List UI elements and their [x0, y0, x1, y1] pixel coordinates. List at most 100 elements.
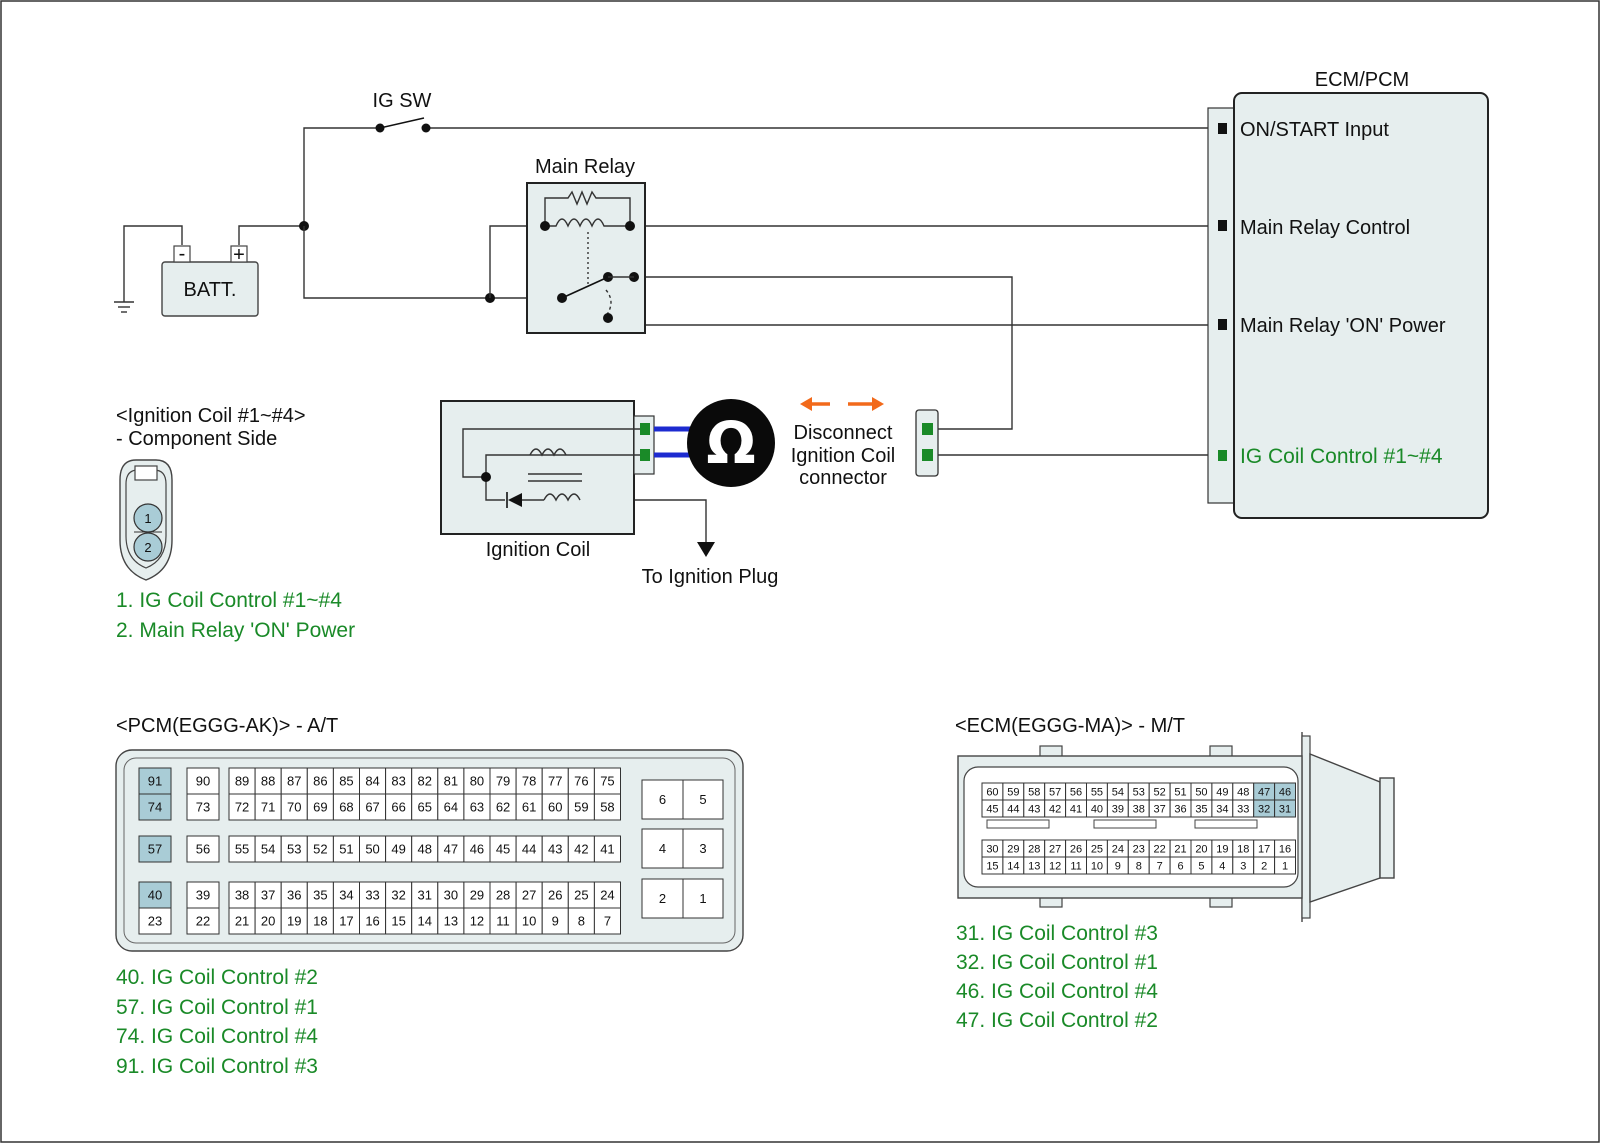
- pcm-legend-1: 40. IG Coil Control #2: [116, 966, 318, 989]
- pin-cell: [186, 793, 220, 821]
- pin-13: 13: [1028, 860, 1040, 872]
- pin-31: 31: [418, 888, 432, 903]
- pin-1: 1: [1282, 860, 1288, 872]
- pin-cell: [359, 881, 387, 909]
- ignition-coil-connector-subtitle: - Component Side: [116, 428, 277, 450]
- pin-45: 45: [986, 803, 998, 815]
- pin-13: 13: [444, 914, 458, 929]
- pin-7: 7: [1157, 860, 1163, 872]
- pin-cell: [254, 793, 282, 821]
- pin-12: 12: [1049, 860, 1061, 872]
- pin-5: 5: [699, 792, 706, 807]
- pin-27: 27: [522, 888, 536, 903]
- pin-77: 77: [548, 774, 562, 789]
- pin-65: 65: [418, 800, 432, 815]
- pin-19: 19: [1216, 843, 1228, 855]
- main-relay-label: Main Relay: [535, 156, 635, 178]
- pin-25: 25: [1091, 843, 1103, 855]
- pin-40: 40: [1091, 803, 1103, 815]
- pin-62: 62: [496, 800, 510, 815]
- pin-81: 81: [444, 774, 458, 789]
- pin-84: 84: [365, 774, 379, 789]
- pin-cell: [1274, 856, 1296, 875]
- pin-28: 28: [496, 888, 510, 903]
- pin-cell: [332, 793, 360, 821]
- pin-59: 59: [1007, 786, 1019, 798]
- disconnect-line-2: Ignition Coil: [791, 445, 896, 467]
- pin-cell: [567, 767, 595, 795]
- pin-23: 23: [148, 914, 162, 929]
- pin-11: 11: [1070, 860, 1081, 872]
- pin-cell: [254, 835, 282, 863]
- pin-38: 38: [235, 888, 249, 903]
- pin-cell: [138, 881, 172, 909]
- pin-2: 2: [1261, 860, 1267, 872]
- pin-20: 20: [261, 914, 275, 929]
- ecm-legend-4: 47. IG Coil Control #2: [956, 1009, 1158, 1032]
- pin-46: 46: [470, 842, 484, 857]
- pin-50: 50: [1195, 786, 1207, 798]
- battery: - + BATT.: [161, 243, 259, 317]
- pin-9: 9: [1115, 860, 1121, 872]
- pcm-legend-3: 74. IG Coil Control #4: [116, 1025, 318, 1048]
- pin-83: 83: [391, 774, 405, 789]
- pin-47: 47: [444, 842, 458, 857]
- pin-cell: [515, 793, 543, 821]
- pin-69: 69: [313, 800, 327, 815]
- pin-cell: [593, 793, 622, 821]
- ecm-legend-1: 31. IG Coil Control #3: [956, 922, 1158, 945]
- pin-3: 3: [1240, 860, 1246, 872]
- pin-10: 10: [1091, 860, 1103, 872]
- pin-57: 57: [148, 842, 162, 857]
- pin-73: 73: [196, 800, 210, 815]
- pcm-connector: <PCM(EGGG-AK)> - A/T 9174574023907356392…: [115, 715, 744, 952]
- pin-cell: [541, 767, 569, 795]
- pin-31: 31: [1279, 803, 1291, 815]
- pin-12: 12: [470, 914, 484, 929]
- pin-cell: [138, 907, 172, 935]
- pin-cell: [359, 835, 387, 863]
- pin-44: 44: [522, 842, 536, 857]
- pin-72: 72: [235, 800, 249, 815]
- ignition-coil-connector-title: <Ignition Coil #1~#4>: [116, 405, 306, 427]
- pin-26: 26: [548, 888, 562, 903]
- pin-cell: [593, 767, 622, 795]
- pcm-legend-2: 57. IG Coil Control #1: [116, 996, 318, 1019]
- pin-cell: [463, 793, 491, 821]
- pin-41: 41: [600, 842, 614, 857]
- pin-87: 87: [287, 774, 301, 789]
- pin-cell: [332, 835, 360, 863]
- pin-34: 34: [1216, 803, 1228, 815]
- pin-24: 24: [600, 888, 614, 903]
- coil-legend-1: 1. IG Coil Control #1~#4: [116, 589, 342, 612]
- pin-cell: [280, 835, 308, 863]
- pin-5: 5: [1198, 860, 1204, 872]
- pin-cell: [186, 907, 220, 935]
- pin-cell: [385, 907, 413, 935]
- pin-15: 15: [391, 914, 405, 929]
- ecm-pcm-block: ECM/PCM ON/START Input Main Relay Contro…: [1207, 69, 1489, 519]
- pin-3: 3: [699, 841, 706, 856]
- pin-37: 37: [1154, 803, 1166, 815]
- pin-cell: [280, 907, 308, 935]
- pin-85: 85: [339, 774, 353, 789]
- pin-58: 58: [1028, 786, 1040, 798]
- pin-cell: [437, 767, 465, 795]
- pin-9: 9: [552, 914, 559, 929]
- pin-cell: [306, 907, 334, 935]
- pin-42: 42: [1049, 803, 1061, 815]
- pin-54: 54: [1112, 786, 1124, 798]
- pin-7: 7: [604, 914, 611, 929]
- ignition-coil-connector: <Ignition Coil #1~#4> - Component Side 1…: [116, 405, 355, 642]
- pin-17: 17: [339, 914, 353, 929]
- pin-71: 71: [261, 800, 275, 815]
- pin-33: 33: [1237, 803, 1249, 815]
- pin-61: 61: [522, 800, 536, 815]
- pin-cell: [489, 793, 517, 821]
- pin-49: 49: [1216, 786, 1228, 798]
- pin-cell: [138, 793, 172, 821]
- pin-51: 51: [339, 842, 353, 857]
- pin-cell: [332, 907, 360, 935]
- pin-cell: [411, 907, 439, 935]
